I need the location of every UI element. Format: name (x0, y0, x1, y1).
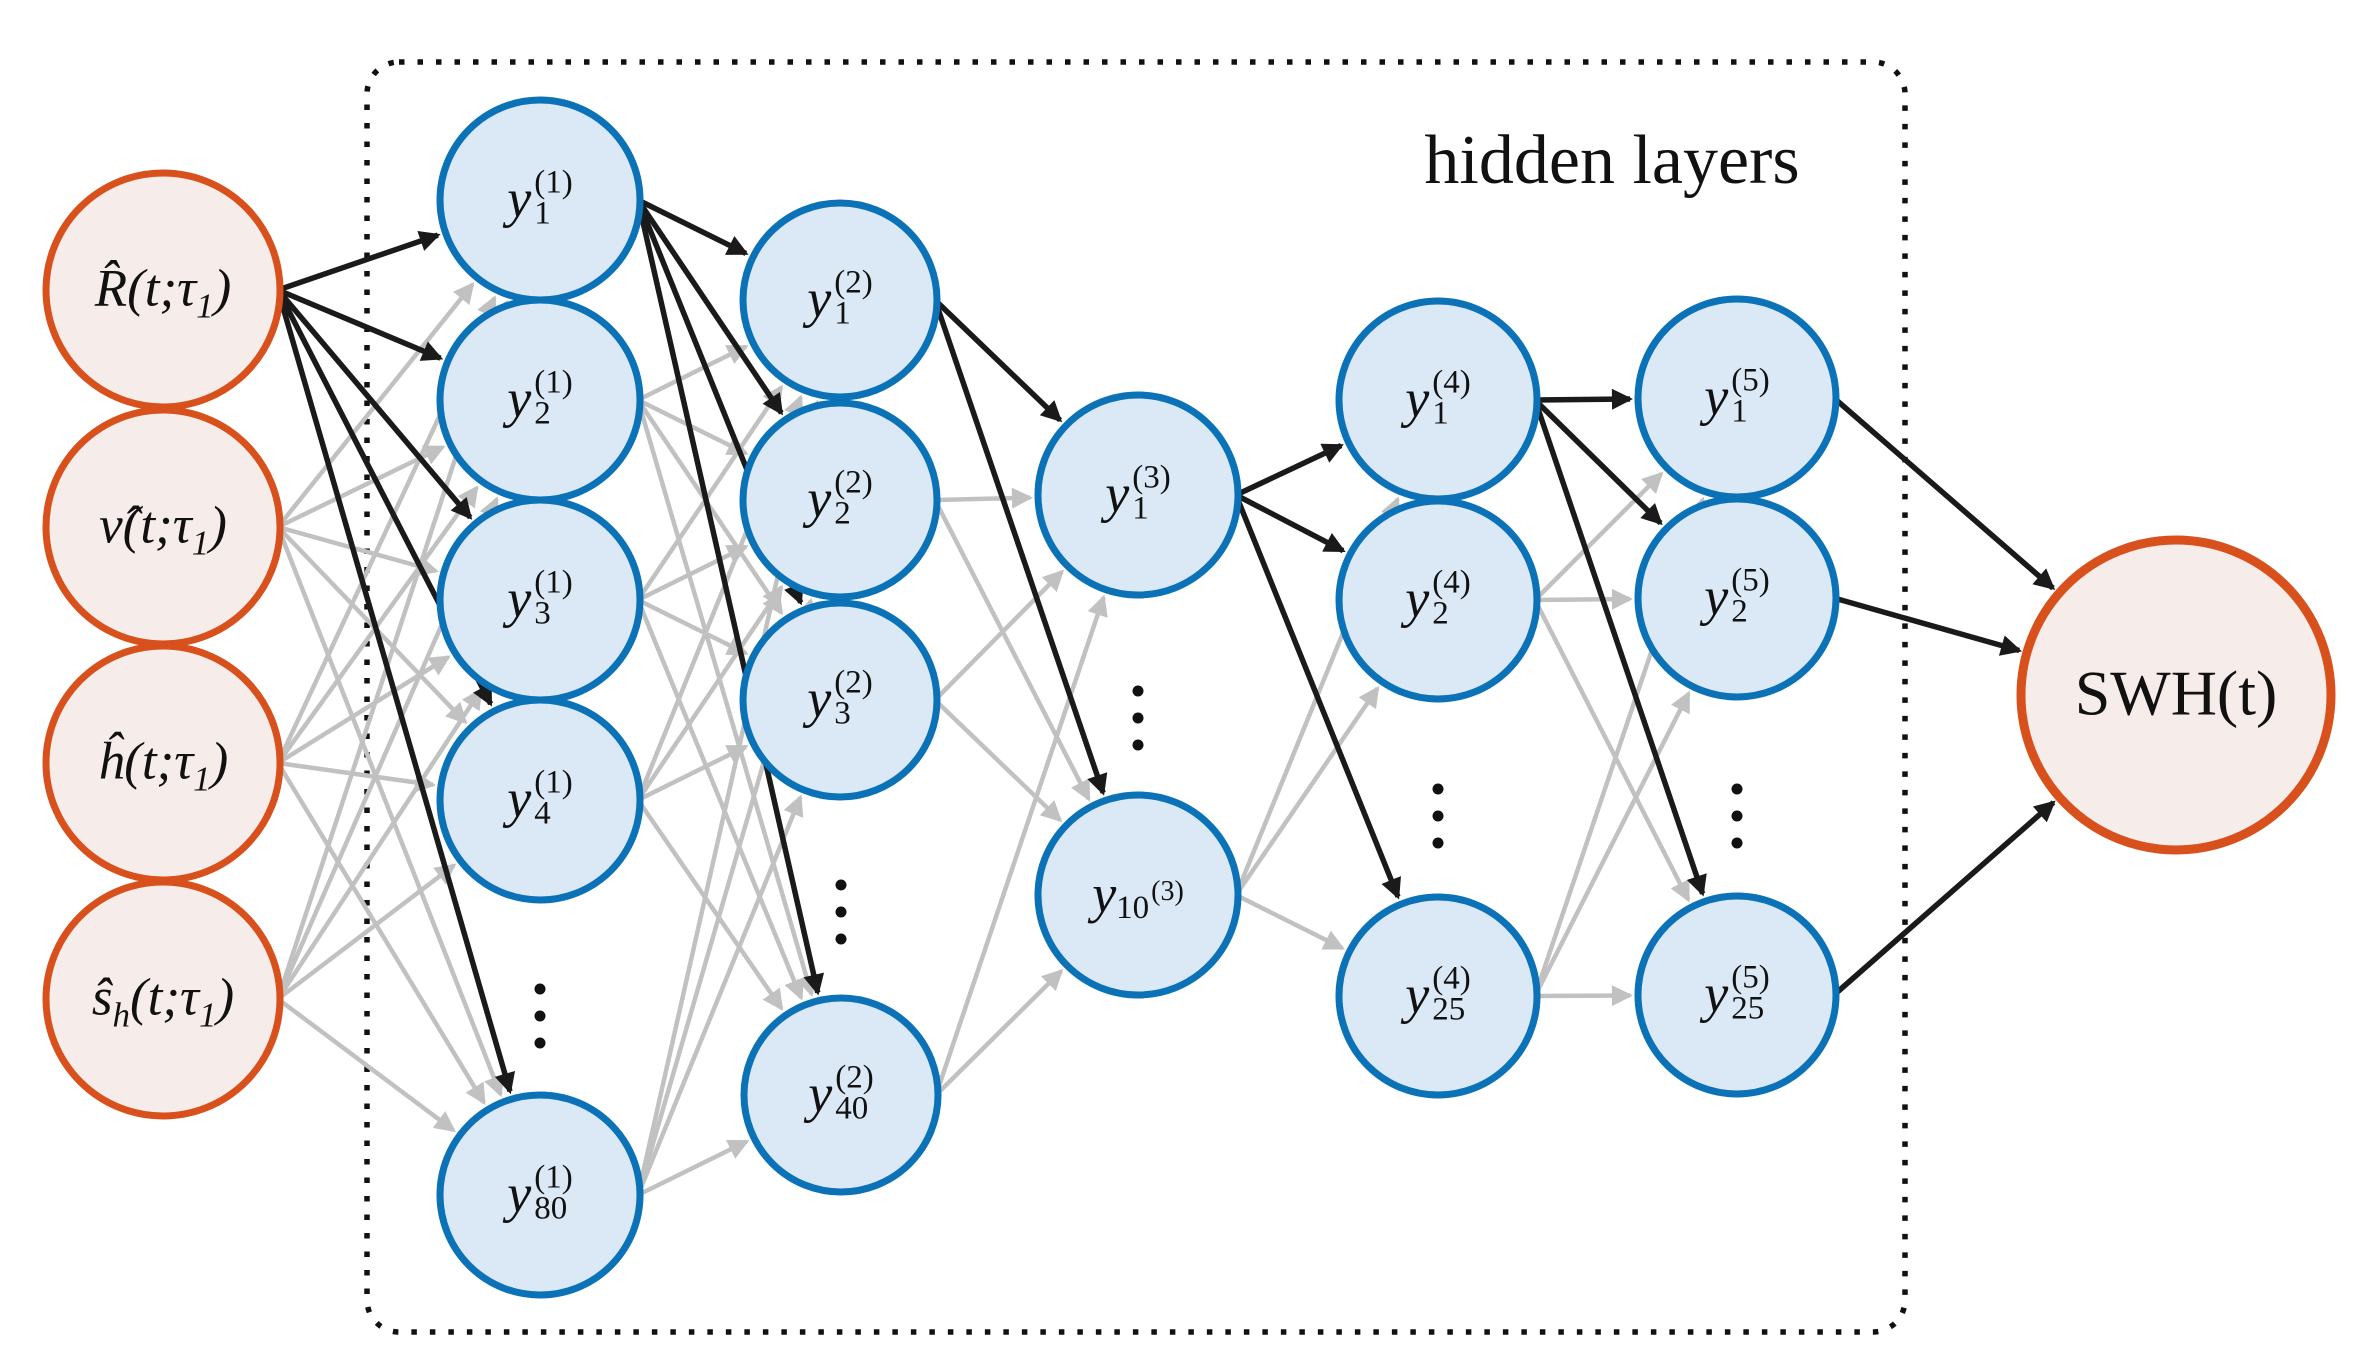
hidden-layers-box (364, 59, 1908, 1335)
edge-in-nu-h1-80 (275, 526, 504, 1098)
hidden-node-h2-1 (739, 199, 941, 401)
edge-h2-40-h3-10 (934, 968, 1064, 1097)
vdots-layer-2 (835, 879, 847, 945)
edge-h1-3-h2-2 (637, 544, 749, 603)
edge-in-nu-h1-2 (277, 445, 446, 530)
edge-h2-1-h3-1 (933, 298, 1063, 423)
edge-h1-1-h2-2 (635, 198, 784, 416)
edge-h2-40-h3-1 (933, 594, 1108, 1096)
edge-h1-4-h2-2 (636, 584, 784, 802)
output-node-out-swh (2016, 535, 2336, 855)
edge-h4-2-h5-25 (1532, 598, 1691, 903)
hidden-node-h2-3 (739, 599, 941, 801)
hidden-node-h1-3 (436, 496, 644, 704)
edge-h4-2-h5-2 (1534, 588, 1633, 610)
hidden-node-h2-2 (739, 399, 941, 601)
edge-h3-1-h4-2 (1234, 492, 1346, 554)
edge-h1-3-h2-40 (635, 599, 805, 1001)
vdots-layer-1 (534, 983, 546, 1049)
input-node-in-R (42, 169, 284, 411)
hidden-node-h1-2 (436, 296, 644, 504)
hidden-node-h3-1 (1034, 391, 1242, 599)
edge-h1-1-h2-40 (635, 199, 825, 996)
edge-in-nu-h1-3 (277, 524, 439, 577)
edge-h4-25-h5-2 (1532, 690, 1691, 998)
edge-in-sh-h1-3 (276, 687, 483, 1001)
hidden-node-h1-4 (436, 696, 644, 904)
edge-h5-25-out-swh (1832, 800, 2056, 998)
edge-h4-2-h5-1 (1533, 471, 1664, 602)
edge-h1-3-h2-1 (636, 384, 784, 602)
edge-in-h-h1-4 (277, 760, 436, 793)
edge-h1-2-h2-40 (635, 399, 817, 998)
hidden-node-h2-40 (740, 994, 942, 1196)
edge-in-R-h1-80 (275, 289, 516, 1095)
edge-h1-2-h2-1 (637, 344, 749, 403)
input-node-in-sh (42, 878, 284, 1120)
edge-h1-80-h2-40 (637, 1139, 750, 1198)
hidden-node-h4-1 (1335, 297, 1541, 503)
edge-h3-10-h4-2 (1234, 685, 1380, 897)
edge-in-h-h1-80 (276, 761, 486, 1106)
edge-h3-1-h4-1 (1234, 443, 1344, 498)
edge-in-nu-h1-4 (276, 525, 468, 725)
hidden-node-h1-1 (436, 96, 644, 304)
edge-h5-1-out-swh (1832, 395, 2056, 591)
hidden-layers-label: hidden layers (1424, 122, 1800, 199)
edge-in-R-h1-2 (276, 287, 444, 361)
hidden-node-h4-2 (1335, 497, 1541, 703)
edge-h2-3-h3-1 (933, 569, 1065, 702)
edge-h5-2-out-swh (1833, 595, 2023, 656)
edge-h4-1-h5-2 (1533, 398, 1663, 526)
edge-h2-1-h3-10 (932, 299, 1108, 796)
edge-h2-3-h3-10 (933, 698, 1063, 823)
edge-h1-80-h2-3 (635, 794, 804, 1196)
edge-in-R-h1-3 (275, 288, 473, 520)
edge-h3-1-h4-25 (1233, 493, 1401, 900)
vdots-layer-5 (1731, 783, 1743, 849)
edge-h1-4-h2-40 (636, 798, 784, 1011)
edge-h4-1-h5-25 (1532, 399, 1707, 897)
hidden-node-h5-1 (1634, 295, 1840, 501)
edge-h1-3-h2-3 (637, 597, 749, 656)
input-node-in-nu (42, 406, 284, 648)
edge-h4-1-h5-1 (1534, 388, 1633, 410)
edge-h1-1-h2-1 (636, 197, 749, 256)
edge-h2-2-h3-10 (932, 498, 1091, 802)
edge-in-R-h1-1 (277, 231, 441, 293)
edge-h1-4-h2-3 (637, 744, 749, 803)
edge-in-sh-h1-80 (276, 997, 456, 1133)
hidden-node-h3-10 (1034, 791, 1242, 999)
hidden-node-h4-25 (1335, 893, 1541, 1099)
vdots-layer-4 (1432, 783, 1444, 849)
hidden-node-h5-2 (1634, 495, 1840, 701)
edge-h3-10-h4-25 (1234, 892, 1345, 951)
input-node-in-h (42, 642, 284, 884)
vdots-layer-3 (1132, 685, 1144, 751)
edge-h2-2-h3-1 (934, 487, 1033, 509)
hidden-node-h1-80 (436, 1091, 644, 1299)
hidden-node-h5-25 (1634, 892, 1840, 1098)
edge-in-sh-h1-4 (276, 863, 457, 1001)
